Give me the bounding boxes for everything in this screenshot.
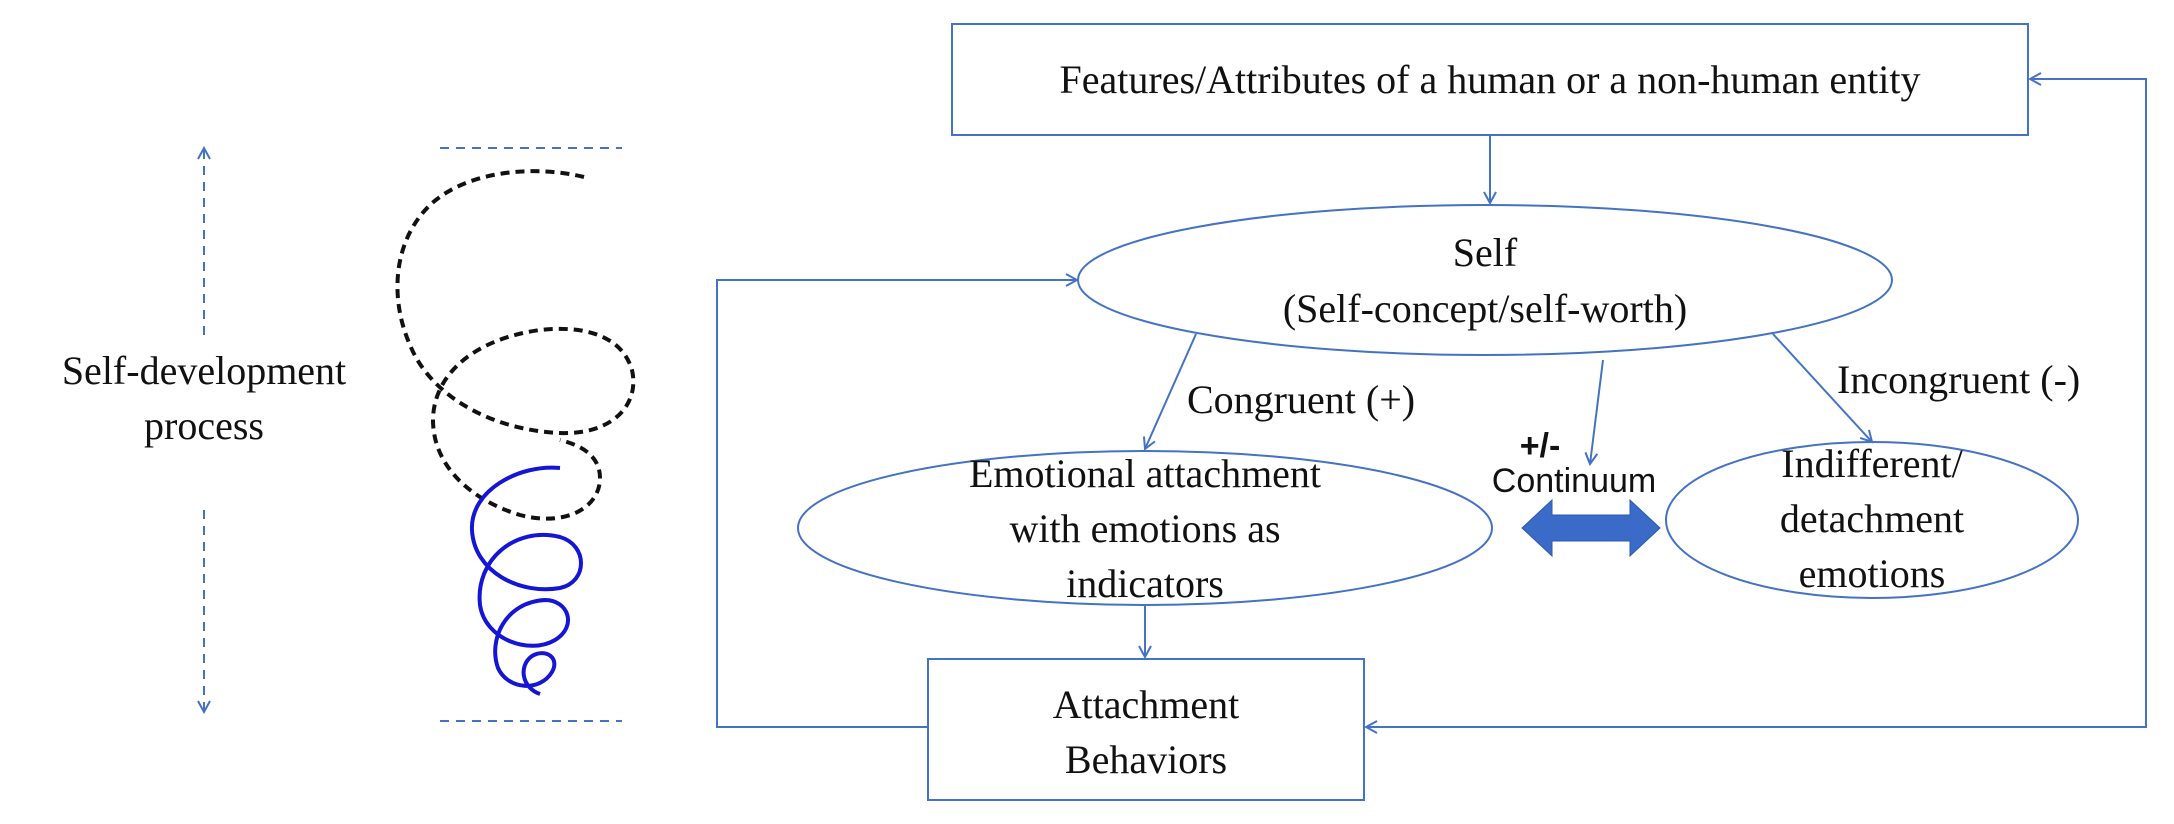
emotional-label-line1: Emotional attachment bbox=[969, 451, 1321, 496]
spiral-solid-blue bbox=[469, 465, 583, 696]
continuum-double-arrow bbox=[1521, 498, 1661, 558]
self-to-indifferent-arrow bbox=[1772, 333, 1872, 442]
self-to-emotional-arrow bbox=[1145, 333, 1197, 449]
behaviors-label-line1: Attachment bbox=[1053, 682, 1240, 727]
indifferent-label-line3: emotions bbox=[1799, 551, 1946, 596]
features-label: Features/Attributes of a human or a non-… bbox=[1060, 57, 1921, 102]
spiral-dashed-outer bbox=[395, 169, 636, 521]
emotional-label-line2: with emotions as bbox=[1009, 506, 1280, 551]
self-label-line2: (Self-concept/self-worth) bbox=[1283, 286, 1687, 331]
connectors bbox=[716, 79, 2147, 728]
self-to-continuum-arrow bbox=[1590, 359, 1604, 464]
congruent-label: Congruent (+) bbox=[1187, 377, 1415, 422]
indifferent-label-line1: Indifferent/ bbox=[1781, 441, 1963, 486]
indifferent-label-line2: detachment bbox=[1780, 496, 1964, 541]
incongruent-label: Incongruent (-) bbox=[1837, 357, 2080, 402]
self-development-panel: Self-development process bbox=[62, 148, 636, 722]
continuum-label: Continuum bbox=[1492, 462, 1656, 500]
behaviors-to-self-feedback-arrow bbox=[716, 280, 1077, 728]
plus-minus-label: +/- bbox=[1520, 427, 1561, 465]
indifferent-ellipse: Indifferent/ detachment emotions bbox=[1665, 441, 2079, 599]
emotional-label-line3: indicators bbox=[1066, 561, 1224, 606]
attachment-behaviors-box: Attachment Behaviors bbox=[927, 658, 1365, 801]
self-ellipse: Self (Self-concept/self-worth) bbox=[1077, 204, 1893, 356]
self-label-line1: Self bbox=[1453, 230, 1518, 275]
behaviors-label-line2: Behaviors bbox=[1065, 737, 1227, 782]
behaviors-features-loop-to-features bbox=[1600, 79, 2147, 728]
emotional-attachment-ellipse: Emotional attachment with emotions as in… bbox=[797, 450, 1493, 606]
features-box: Features/Attributes of a human or a non-… bbox=[951, 23, 2029, 136]
self-development-label-line2: process bbox=[144, 403, 264, 448]
self-development-label-line1: Self-development bbox=[62, 348, 346, 393]
